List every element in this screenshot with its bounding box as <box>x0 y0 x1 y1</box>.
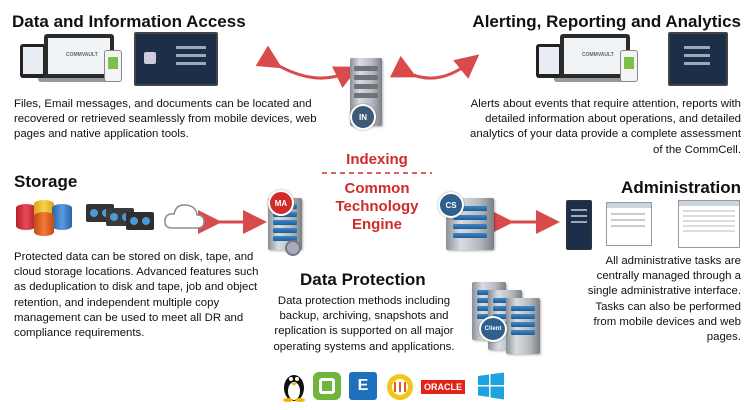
common-technology-engine-label: Common Technology Engine <box>312 180 442 234</box>
administration-description: All administrative tasks are centrally m… <box>587 255 741 344</box>
client-badge: Client <box>479 316 507 342</box>
disk-icon <box>16 204 36 230</box>
mobile-admin-icon <box>566 200 592 250</box>
gear-icon <box>285 240 301 256</box>
web-console-screenshot <box>606 202 652 246</box>
storage-title: Storage <box>14 172 78 191</box>
windows-icon <box>478 372 504 400</box>
media-agent-badge: MA <box>268 190 294 216</box>
data-access-description: Files, Email messages, and documents can… <box>14 98 317 141</box>
commserve-server-icon <box>446 198 494 250</box>
oracle-logo: ORACLE <box>421 380 465 394</box>
vmware-icon <box>313 372 341 400</box>
administration-title: Administration <box>621 178 741 197</box>
alerting-title: Alerting, Reporting and Analytics <box>472 12 741 31</box>
admin-console-screenshot <box>678 200 740 248</box>
exchange-icon: E <box>349 372 377 400</box>
administration-illustration <box>566 200 740 250</box>
laptop-icon: COMMVAULT <box>44 34 114 78</box>
data-protection-title: Data Protection <box>300 270 426 289</box>
commserve-badge: CS <box>438 192 464 218</box>
linux-icon <box>283 375 305 402</box>
engine-line-1: Common <box>344 180 410 197</box>
disk-icon <box>52 204 72 230</box>
disk-icon <box>34 212 54 236</box>
alerting-description: Alerts about events that require attenti… <box>470 98 741 156</box>
storage-illustration <box>14 198 205 238</box>
laptop-brand-text: COMMVAULT <box>66 52 98 58</box>
arrow-index-to-alerting <box>389 54 480 80</box>
laptop-icon: COMMVAULT <box>560 34 630 78</box>
engine-line-3: Engine <box>351 216 402 233</box>
hadoop-icon <box>387 374 413 400</box>
cloud-icon <box>164 204 205 229</box>
tablet-icon <box>20 44 46 78</box>
storage-description: Protected data can be stored on disk, ta… <box>14 251 259 340</box>
indexing-label: Indexing <box>346 151 408 168</box>
platform-logos: E ORACLE <box>281 370 521 404</box>
monitor-icon <box>668 32 728 86</box>
laptop-brand-text: COMMVAULT <box>582 52 614 58</box>
index-badge: IN <box>350 104 376 130</box>
tablet-icon <box>536 44 562 78</box>
alerting-devices-illustration: COMMVAULT <box>536 30 736 88</box>
data-protection-description: Data protection methods including backup… <box>273 295 455 353</box>
phone-icon <box>104 50 122 82</box>
tape-icon <box>126 212 154 230</box>
arrow-access-to-index <box>255 45 359 89</box>
monitor-icon <box>134 32 218 86</box>
phone-icon <box>620 50 638 82</box>
engine-line-2: Technology <box>335 198 419 215</box>
client-server-icon <box>506 298 540 354</box>
data-access-title: Data and Information Access <box>12 12 246 31</box>
data-access-devices-illustration: COMMVAULT <box>20 30 220 88</box>
